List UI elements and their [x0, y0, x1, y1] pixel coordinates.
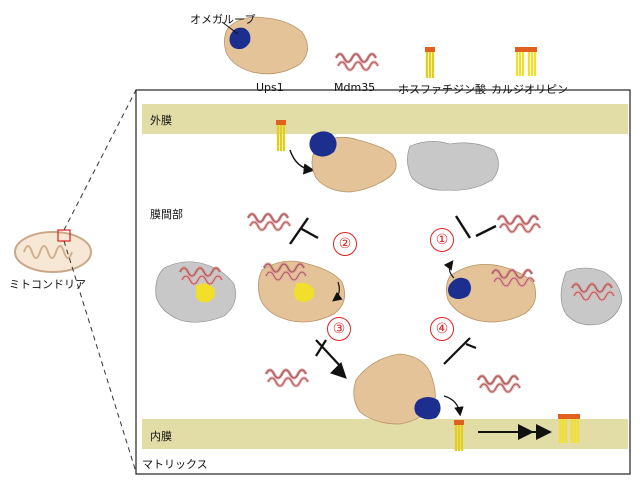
mitochondrion-illustration: [14, 229, 92, 273]
mdm35-free-right: [496, 214, 542, 234]
pa-at-outer-membrane: [274, 118, 288, 153]
label-mdm35: Mdm35: [334, 81, 376, 94]
legend-cardiolipin: [513, 45, 539, 78]
ups1-mdm35-cross-section-left: [155, 261, 236, 323]
ups1-extracting-pa: [309, 131, 397, 193]
legend-phosphatidic-acid: [423, 45, 437, 80]
label-phosphatidic-acid: ホスファチジン酸: [398, 83, 486, 96]
outer-membrane-bar: [142, 104, 628, 134]
label-outer-membrane: 外膜: [150, 114, 172, 127]
mdm35-released-left: [264, 368, 310, 388]
ups1-mdm35-pa-complex: [258, 260, 346, 323]
legend-ups1-structure: [224, 16, 308, 75]
label-mitochondrion: ミトコンドリア: [9, 278, 86, 291]
zoom-frame: [135, 89, 631, 475]
step-number-1: ①: [430, 228, 454, 252]
zoom-line-top: [63, 89, 137, 231]
label-matrix: マトリックス: [142, 458, 208, 471]
arrow-step1: [454, 215, 497, 239]
step-number-4: ④: [430, 317, 454, 341]
ups1-cross-section-top: [407, 141, 499, 191]
omega-loop-pointer: [221, 21, 239, 35]
zoom-line-bottom: [63, 240, 137, 473]
label-ups1: Ups1: [256, 81, 284, 94]
label-inner-membrane: 内膜: [150, 430, 172, 443]
legend-mdm35-helix: [334, 52, 380, 72]
ups1-mdm35-cross-section-right: [560, 267, 623, 326]
mdm35-free-left: [246, 212, 292, 232]
arrow-step2: [289, 217, 319, 245]
ups1-mdm35-complex-right: [443, 260, 537, 323]
step-number-2: ②: [333, 232, 357, 256]
arrow-pa-extraction: [289, 149, 315, 175]
label-cardiolipin: カルジオリピン: [491, 83, 568, 96]
label-omega-loop: オメガループ: [190, 13, 256, 26]
step-number-3: ③: [327, 317, 351, 341]
pa-at-inner-membrane: [452, 418, 466, 453]
ups1-at-inner-membrane: [353, 353, 464, 425]
arrow-step4: [443, 337, 477, 365]
inner-membrane-bar: [142, 419, 628, 449]
mdm35-released-right: [476, 374, 522, 394]
arrow-step3: [315, 339, 343, 369]
label-intermembrane-space: 膜間部: [150, 208, 183, 221]
